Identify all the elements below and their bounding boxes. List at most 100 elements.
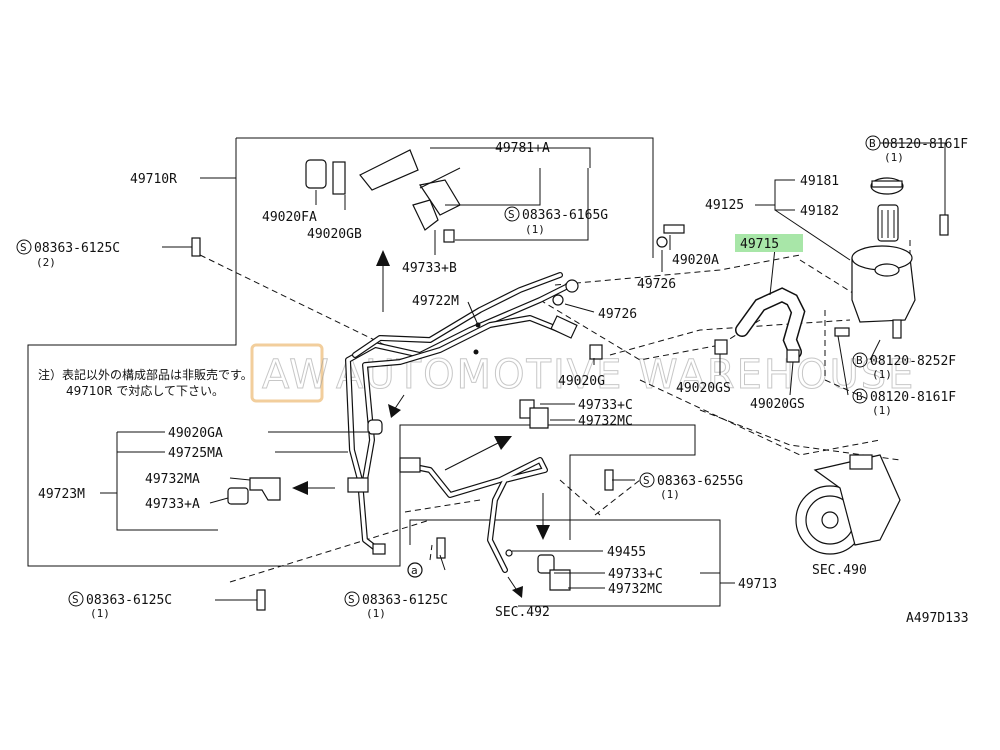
label-49722M: 49722M <box>412 294 459 309</box>
diagram-id: A497D133 <box>906 611 969 626</box>
label-49020G: 49020G <box>558 374 605 389</box>
frame-49710R-left <box>27 138 401 567</box>
label-49713: 49713 <box>738 577 777 592</box>
clip-49020GA <box>367 419 383 435</box>
clamp-49733A <box>227 487 249 505</box>
pipe-bracket-2 <box>399 457 421 473</box>
circle-a-marker <box>407 562 423 578</box>
pipe-end-fitting <box>372 543 386 555</box>
label-S-prefix-4: S <box>72 593 79 606</box>
pipe-fitting-upper <box>550 315 578 339</box>
washer-49726-a <box>656 236 668 248</box>
note-line-1: 注）表記以外の構成部品は非販売です。 <box>38 367 253 382</box>
label-08363-6125C-b: 08363-6125C <box>86 593 172 608</box>
bolt-08363-6125C-a <box>191 237 201 257</box>
label-08120-8161F-b-qty: (1) <box>872 404 892 417</box>
label-08120-8161F-b: 08120-8161F <box>870 390 956 405</box>
label-B-prefix-1: B <box>869 137 876 150</box>
bolt-08120-8252F <box>892 319 902 339</box>
bolt-08120-8161F-b <box>834 327 850 337</box>
frame-49713-bottom <box>409 519 721 607</box>
label-08120-8161F-a: 08120-8161F <box>882 137 968 152</box>
label-49733B: 49733+B <box>402 261 457 276</box>
label-08363-6255G: 08363-6255G <box>657 474 743 489</box>
frame-49710R-top <box>236 137 654 258</box>
note-line-2: 49710R で対応して下さい。 <box>66 384 224 398</box>
label-S-prefix-5: S <box>348 593 355 606</box>
label-S-prefix-2: S <box>20 241 27 254</box>
label-49781A: 49781+A <box>495 141 550 156</box>
watermark-logo-text: AW <box>262 352 331 398</box>
label-49733C-b: 49733+C <box>608 567 663 582</box>
bolt-49020A <box>663 224 685 234</box>
reservoir-49125 <box>851 177 916 323</box>
label-49125: 49125 <box>705 198 744 213</box>
watermark-text: AUTOMOTIVE WAREHOUSE <box>336 352 915 398</box>
frame-49723M <box>116 432 218 531</box>
label-49182: 49182 <box>800 204 839 219</box>
label-08363-6125C-c: 08363-6125C <box>362 593 448 608</box>
label-08120-8252F: 08120-8252F <box>870 354 956 369</box>
label-49020A: 49020A <box>672 253 719 268</box>
bolt-08363-6255G <box>604 469 614 491</box>
label-sec490: SEC.490 <box>812 563 867 578</box>
label-49733A: 49733+A <box>145 497 200 512</box>
label-08120-8161F-a-qty: (1) <box>884 151 904 164</box>
arrows <box>292 250 550 598</box>
label-49020GS-b: 49020GS <box>750 397 805 412</box>
pipe-assembly <box>345 272 579 573</box>
labels: 49710R 49781+A 49020FA 49020GB S 08363-6… <box>16 135 969 626</box>
label-08363-6125C-a-qty: (2) <box>36 256 56 269</box>
clamp-49732MA <box>249 477 281 501</box>
bolt-08363-6125C-b <box>256 589 266 611</box>
clamp-49732MC-a <box>529 407 549 429</box>
label-S-prefix-1: S <box>508 208 515 221</box>
pipe-fitting-top <box>565 279 579 293</box>
label-08363-6125C-c-qty: (1) <box>366 607 386 620</box>
bracket-49781A <box>359 149 419 191</box>
label-08363-6255G-qty: (1) <box>660 488 680 501</box>
clip-49020GB <box>332 161 346 195</box>
clip-49020GS-a <box>714 339 728 355</box>
highlight-49715 <box>735 234 803 252</box>
fitting-49455 <box>505 549 513 557</box>
watermark: AW AUTOMOTIVE WAREHOUSE <box>250 343 915 403</box>
pipe-bracket <box>347 477 369 493</box>
label-49723M: 49723M <box>38 487 85 502</box>
label-49710R: 49710R <box>130 172 177 187</box>
label-S-prefix-3: S <box>643 474 650 487</box>
clip-49020GS-b <box>786 349 800 363</box>
label-49725MA: 49725MA <box>168 446 223 461</box>
label-B-prefix-3: B <box>856 390 863 403</box>
small-parts <box>191 149 949 611</box>
label-08363-6165G-qty: (1) <box>525 223 545 236</box>
label-08363-6125C-a: 08363-6125C <box>34 241 120 256</box>
leader-lines <box>117 142 946 601</box>
clamp-49732MC-b <box>549 569 571 591</box>
label-sec492: SEC.492 <box>495 605 550 620</box>
label-49732MC-b: 49732MC <box>608 582 663 597</box>
label-B-prefix-2: B <box>856 354 863 367</box>
pump-sec490 <box>795 454 901 555</box>
washer-49726-b <box>552 294 564 306</box>
label-circle-a: a <box>411 564 418 577</box>
label-49455: 49455 <box>607 545 646 560</box>
clamp-49733C-b <box>537 554 555 574</box>
clip-49020G <box>589 344 603 360</box>
label-49181: 49181 <box>800 174 839 189</box>
label-49732MC-a: 49732MC <box>578 414 633 429</box>
watermark-logo-box <box>250 343 324 403</box>
label-08363-6165G: 08363-6165G <box>522 208 608 223</box>
clamp-49733B <box>412 199 439 231</box>
frame-49713-top <box>399 424 696 548</box>
label-49726-a: 49726 <box>637 277 676 292</box>
label-49020GS-a: 49020GS <box>676 381 731 396</box>
bolt-08363-6125C-c <box>436 537 446 559</box>
label-49733C-a: 49733+C <box>578 398 633 413</box>
label-49715: 49715 <box>740 237 779 252</box>
label-08363-6125C-b-qty: (1) <box>90 607 110 620</box>
label-49726-b: 49726 <box>598 307 637 322</box>
label-49020GA: 49020GA <box>168 426 223 441</box>
